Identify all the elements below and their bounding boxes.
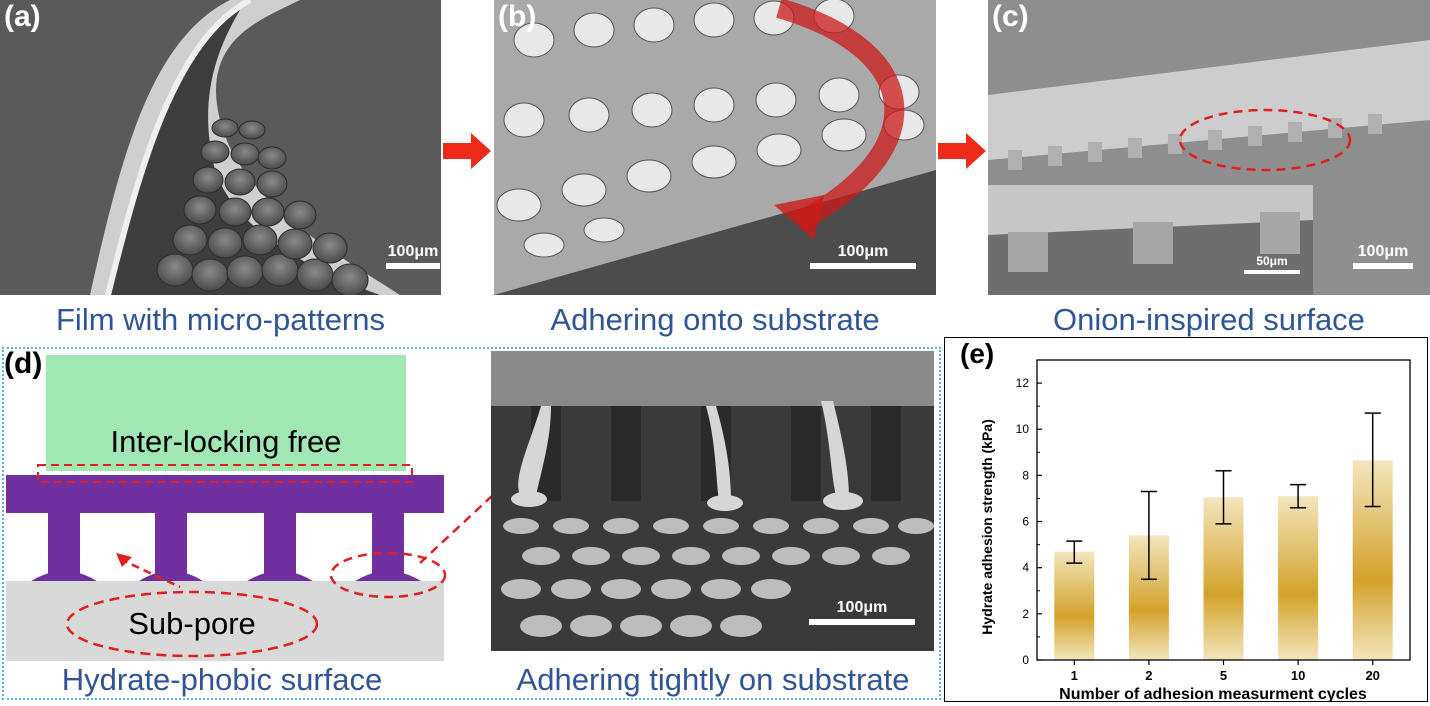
panel-c-micrograph [988, 0, 1430, 295]
bar-10 [1278, 496, 1319, 660]
panel-c-inset-scale-text: 50μm [1256, 254, 1288, 268]
panel-a-scale-bar: 100μm [386, 243, 440, 269]
panel-c-label: (c) [992, 0, 1029, 33]
panel-c-sem-image: (c) 50μm 100μm [988, 0, 1430, 295]
x-tick-label-2: 2 [1145, 668, 1152, 683]
panel-c-scale-text: 100μm [1357, 243, 1409, 260]
y-tick-label-6: 6 [1022, 515, 1029, 529]
panel-a-micrograph [0, 0, 441, 295]
panel-d-micrograph [491, 351, 934, 651]
panel-d-schematic [6, 355, 447, 661]
panel-b-label: (b) [498, 0, 537, 33]
panel-c-caption: Onion-inspired surface [1053, 302, 1365, 337]
panel-d-caption: Hydrate-phobic surface [61, 662, 383, 697]
panel-d-scale-bar: 100μm [809, 599, 915, 625]
bar-1 [1054, 551, 1095, 660]
x-tick-label-10: 10 [1291, 668, 1305, 683]
right-arrow-icon [443, 133, 491, 169]
panel-e-label: (e) [960, 338, 995, 369]
y-tick-label-10: 10 [1016, 422, 1030, 436]
panel-a-caption: Film with micro-patterns [56, 302, 385, 337]
x-tick-label-20: 20 [1365, 668, 1379, 683]
sub-pore-text: Sub-pore [128, 606, 256, 641]
x-tick-label-1: 1 [1071, 668, 1078, 683]
plot-frame [1036, 359, 1411, 661]
x-tick-label-5: 5 [1220, 668, 1227, 683]
panel-d-scale-line [809, 619, 915, 625]
panel-a-sem-image: (a) 100μm [0, 0, 441, 295]
y-axis-label: Hydrate adhesion strength (kPa) [979, 419, 995, 635]
panel-b-scale-line [810, 263, 916, 269]
panel-d-sem-image: 100μm [491, 351, 934, 651]
y-tick-label-0: 0 [1022, 653, 1029, 667]
interlocking-free-text: Inter-locking free [110, 424, 342, 459]
panel-d-label: (d) [4, 347, 43, 380]
panel-c-scale-line [1353, 263, 1413, 269]
panel-a-scale-text: 100μm [387, 243, 439, 260]
micro-pillars [28, 513, 424, 583]
y-tick-label-4: 4 [1022, 561, 1029, 575]
right-arrow-icon [938, 133, 986, 169]
panel-d-scale-text: 100μm [836, 599, 888, 616]
panel-c-inset-scale-bar: 50μm [1244, 254, 1300, 274]
panel-a-scale-line [386, 263, 440, 269]
panel-d-frame [2, 347, 941, 700]
panel-b-caption: Adhering onto substrate [550, 302, 880, 337]
film-backing [6, 475, 444, 513]
panel-c-inset-scale-line [1244, 270, 1300, 274]
y-tick-label-2: 2 [1022, 607, 1029, 621]
panel-a-label: (a) [4, 0, 41, 33]
panel-c-scale-bar: 100μm [1353, 243, 1413, 269]
panel-d-sem-caption: Adhering tightly on substrate [516, 662, 910, 697]
y-tick-label-8: 8 [1022, 468, 1029, 482]
panel-b-scale-bar: 100μm [810, 243, 916, 269]
panel-b-sem-image: (b) 100μm [494, 0, 936, 295]
x-axis-label: Number of adhesion measurment cycles [1059, 686, 1367, 702]
y-tick-label-12: 12 [1016, 376, 1030, 390]
panel-b-scale-text: 100μm [837, 243, 889, 260]
panel-e-frame [944, 337, 1428, 702]
ice-block [46, 355, 406, 471]
